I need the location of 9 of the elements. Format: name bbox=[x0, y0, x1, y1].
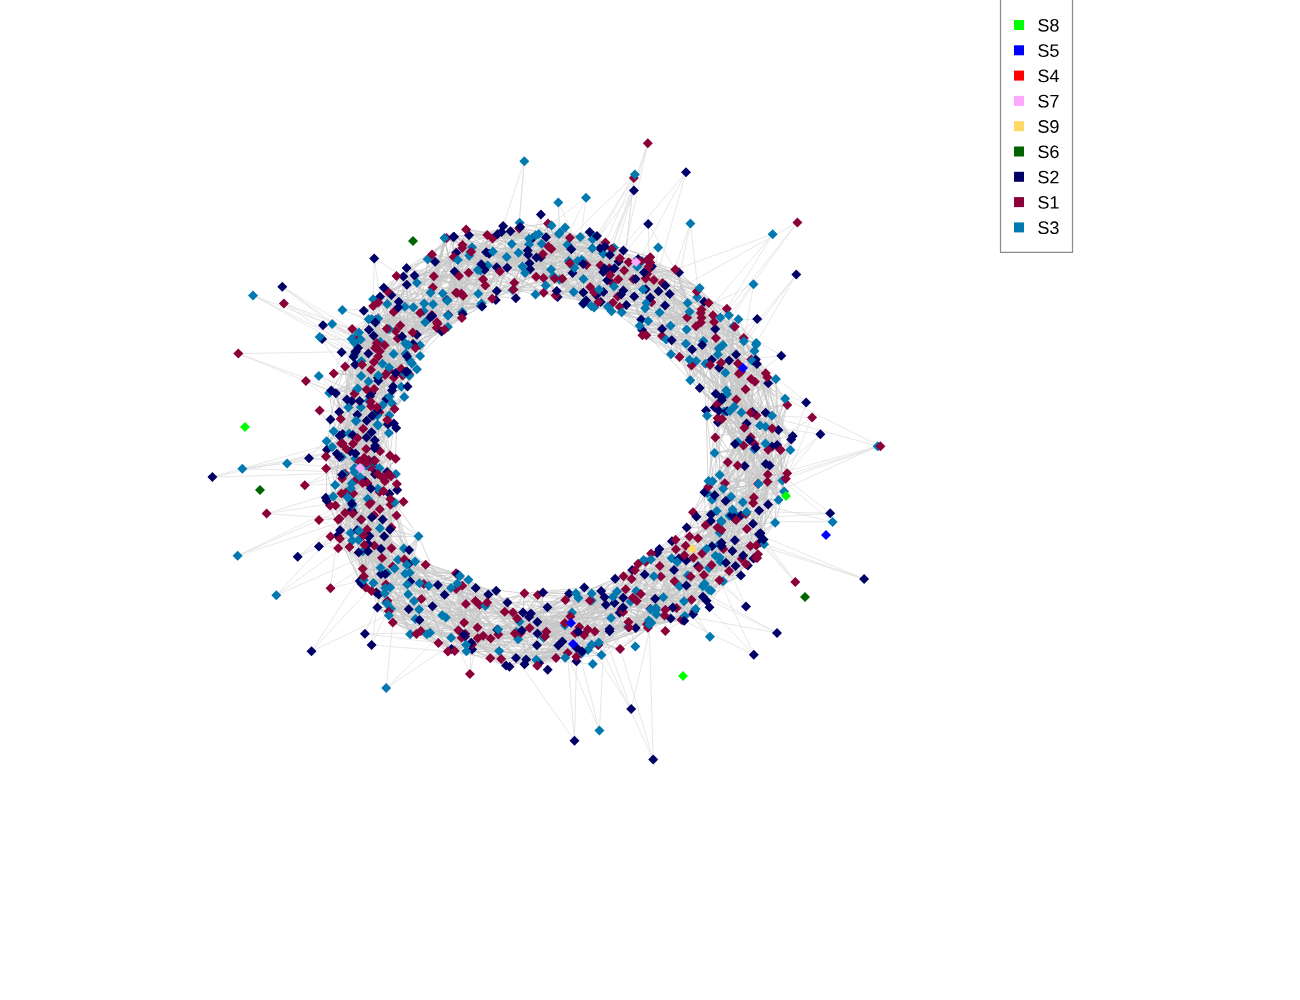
legend-label: S7 bbox=[1038, 94, 1059, 108]
legend-label: S4 bbox=[1038, 69, 1059, 83]
legend-label: S3 bbox=[1038, 221, 1059, 235]
legend-label: S9 bbox=[1038, 120, 1059, 133]
legend-label: S8 bbox=[1038, 18, 1059, 32]
legend-label: S5 bbox=[1038, 44, 1059, 57]
legend-label: S2 bbox=[1038, 170, 1059, 184]
legend-label: S6 bbox=[1038, 145, 1059, 159]
legend-label: S1 bbox=[1038, 196, 1059, 209]
